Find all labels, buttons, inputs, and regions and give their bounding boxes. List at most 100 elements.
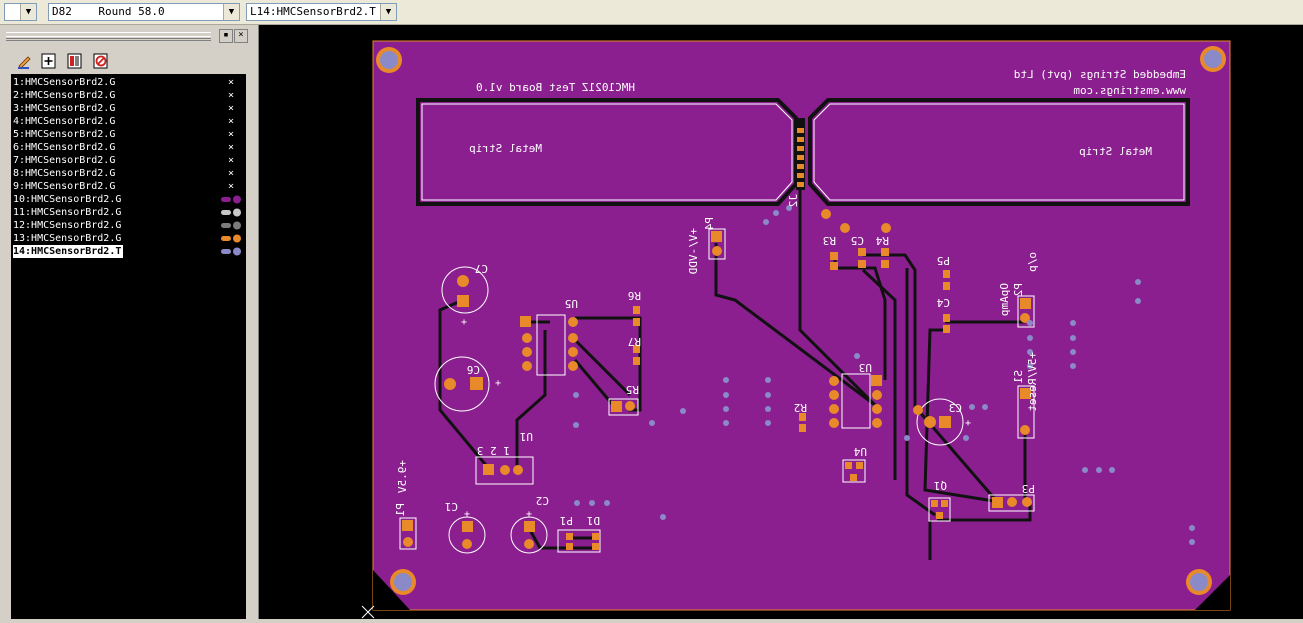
panel-grip[interactable] (6, 32, 211, 39)
via (1189, 539, 1195, 545)
layer-item[interactable]: 8:HMCSensorBrd2.G (13, 168, 116, 179)
via (765, 420, 771, 426)
layer-item[interactable]: 5:HMCSensorBrd2.G (13, 129, 116, 140)
close-button[interactable]: × (234, 29, 248, 43)
layer-item[interactable]: 3:HMCSensorBrd2.G (13, 103, 116, 114)
layer-item[interactable]: 10:HMCSensorBrd2.G (13, 194, 122, 205)
label-r3: R3 (823, 234, 836, 247)
label-u1-pins: 1 2 3 (477, 444, 510, 457)
via (680, 408, 686, 414)
via (723, 406, 729, 412)
via (723, 420, 729, 426)
layer-color-icon[interactable] (220, 219, 242, 232)
layers-icon[interactable] (66, 52, 84, 70)
label-s1: S1 (1012, 370, 1025, 383)
panel-grip[interactable] (6, 36, 211, 41)
pcb-canvas[interactable]: Embedded Strings (pvt) Ltd www.emstrings… (259, 25, 1303, 619)
layer-color-icon[interactable] (220, 232, 242, 245)
chevron-down-icon[interactable]: ▼ (20, 4, 36, 20)
layer-hidden-icon[interactable]: × (228, 129, 235, 140)
label-output: o/p (1026, 252, 1039, 272)
silk-outlines (399, 228, 1035, 553)
via (786, 205, 792, 211)
label-p4: P4 (703, 217, 716, 231)
mounting-hole (376, 47, 402, 73)
layer-hidden-icon[interactable]: × (228, 155, 235, 166)
label-q1: Q1 (934, 479, 947, 492)
capacitor-c2 (510, 516, 548, 554)
remove-layer-icon[interactable] (92, 52, 110, 70)
label-r2: R2 (794, 401, 807, 414)
layer-item[interactable]: 2:HMCSensorBrd2.G (13, 90, 116, 101)
via (1135, 298, 1141, 304)
layer-item[interactable]: 1:HMCSensorBrd2.G (13, 77, 116, 88)
board-title: HMC1021Z Test Board v1.0 (476, 81, 635, 94)
capacitor-c3 (916, 398, 964, 446)
layer-hidden-icon[interactable]: × (228, 90, 235, 101)
layer-item[interactable]: 7:HMCSensorBrd2.G (13, 155, 116, 166)
via (1109, 467, 1115, 473)
via (854, 353, 860, 359)
label-c5: C5 (851, 234, 864, 247)
company-url: www.emstrings.com (1073, 84, 1186, 97)
pcb-view[interactable]: Embedded Strings (pvt) Ltd www.emstrings… (259, 25, 1303, 619)
via (1027, 335, 1033, 341)
add-layer-icon[interactable] (40, 52, 58, 70)
strip-left-label: Metal Strip (469, 142, 542, 155)
layer-hidden-icon[interactable]: × (228, 103, 235, 114)
via (1096, 467, 1102, 473)
via (573, 422, 579, 428)
layer-color-icon[interactable] (220, 206, 242, 219)
via (1027, 363, 1033, 369)
file-combo[interactable]: L14:HMCSensorBrd2.T ▼ (246, 3, 397, 21)
label-u4: U4 (853, 445, 867, 458)
label-opamp: OpAmp (998, 283, 1011, 316)
layer-hidden-icon[interactable]: × (228, 116, 235, 127)
layer-combo[interactable]: ▼ (4, 3, 37, 21)
label-c4: C4 (936, 296, 950, 309)
layer-color-icon[interactable] (220, 193, 242, 206)
layer-item[interactable]: 6:HMCSensorBrd2.G (13, 142, 116, 153)
toolbar: ▼ D82 Round 58.0 ▼ L14:HMCSensorBrd2.T ▼ (0, 0, 1303, 25)
layer-item[interactable]: 9:HMCSensorBrd2.G (13, 181, 116, 192)
layer-color-icon[interactable] (220, 245, 242, 258)
layer-hidden-icon[interactable]: × (228, 77, 235, 88)
strip-right-label: Metal Strip (1079, 145, 1152, 158)
via (723, 377, 729, 383)
label-reset: +5V/Reset (1026, 352, 1039, 412)
layer-hidden-icon[interactable]: × (228, 168, 235, 179)
label-c2: C2 (536, 494, 549, 507)
layer-item[interactable]: 4:HMCSensorBrd2.G (13, 116, 116, 127)
layer-item[interactable]: 12:HMCSensorBrd2.G (13, 220, 122, 231)
via (1070, 320, 1076, 326)
pencil-icon[interactable] (16, 52, 34, 70)
plus-mark: + (464, 509, 470, 520)
via (765, 392, 771, 398)
via (660, 514, 666, 520)
layer-hidden-icon[interactable]: × (228, 181, 235, 192)
via (723, 392, 729, 398)
via (904, 435, 910, 441)
layer-item[interactable]: 11:HMCSensorBrd2.G (13, 207, 122, 218)
label-r6: R6 (628, 289, 641, 302)
layer-item[interactable]: 13:HMCSensorBrd2.G (13, 233, 122, 244)
label-c1: C1 (445, 500, 458, 513)
aperture-combo[interactable]: D82 Round 58.0 ▼ (48, 3, 240, 21)
label-p1-left: P1 (394, 503, 407, 516)
layer-hidden-icon[interactable]: × (228, 142, 235, 153)
layer-item[interactable]: 14:HMCSensorBrd2.T (13, 245, 124, 258)
chevron-down-icon[interactable]: ▼ (223, 4, 239, 20)
label-p5: P5 (937, 254, 950, 267)
via (1070, 335, 1076, 341)
chevron-down-icon[interactable]: ▼ (380, 4, 396, 20)
via (1070, 363, 1076, 369)
label-vcc: +9.5V (396, 460, 409, 493)
via (573, 392, 579, 398)
silk-text: Embedded Strings (pvt) Ltd www.emstrings… (445, 68, 1186, 527)
ic-u3 (829, 373, 882, 429)
capacitor-c7 (441, 266, 489, 314)
pin-button[interactable]: ▪ (219, 29, 233, 43)
capacitor-c1 (448, 516, 486, 554)
label-r4: R4 (875, 234, 889, 247)
via (589, 500, 595, 506)
